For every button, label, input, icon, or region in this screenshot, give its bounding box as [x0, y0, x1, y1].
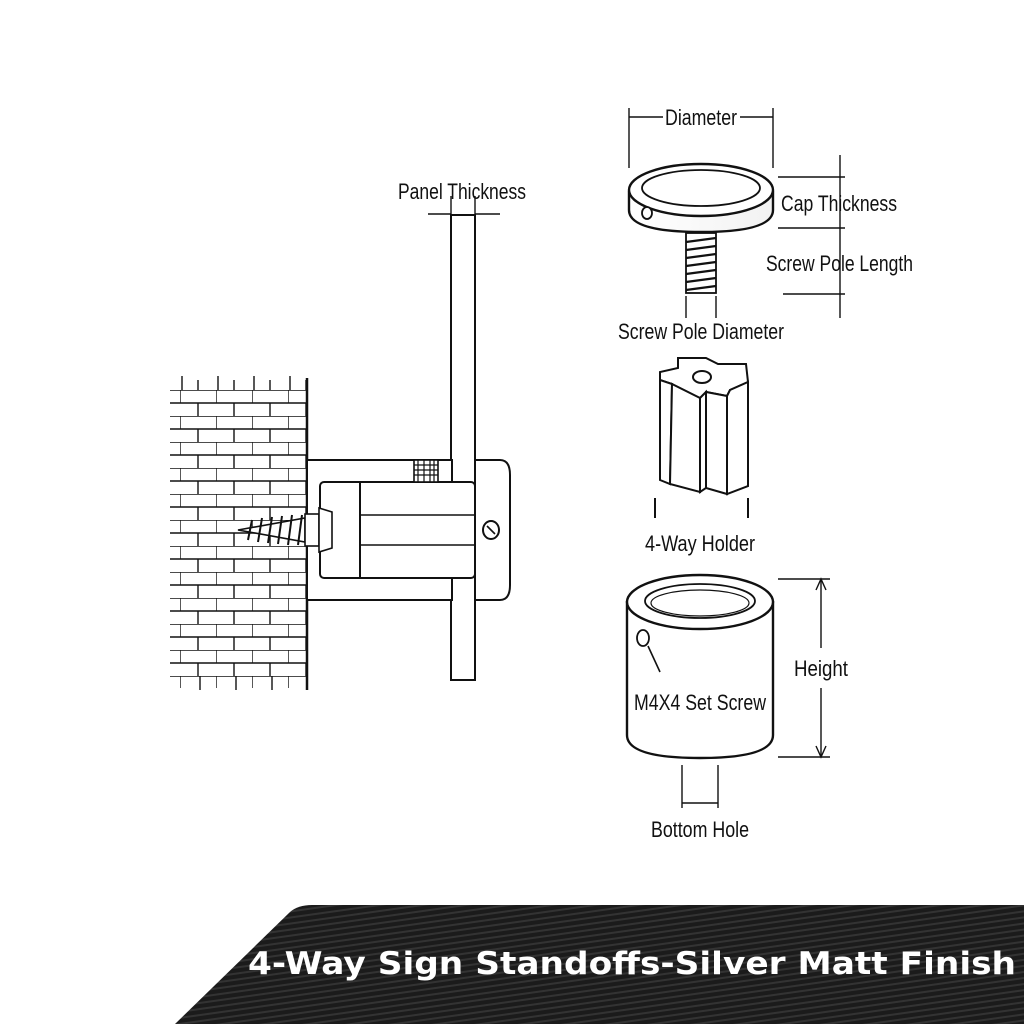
label-height: Height [794, 656, 848, 681]
four-way-holder [654, 357, 750, 518]
label-diameter: Diameter [665, 105, 737, 130]
cap-side-hole [641, 206, 653, 220]
holder-body [319, 481, 476, 579]
label-panel-thickness: Panel Thickness [398, 179, 526, 204]
base-barrel: Height M4X4 Set Screw Bottom Hole [625, 573, 848, 842]
label-bottom-hole: Bottom Hole [651, 817, 749, 842]
wood-screw [237, 506, 333, 554]
barrel-set-screw-hole [636, 629, 650, 647]
wall-ticks [181, 376, 291, 690]
holder-center-hole [692, 370, 712, 384]
banner-title: 4-Way Sign Standoffs-Silver Matt Finish [248, 946, 1016, 982]
panel-thickness-dimension [428, 196, 500, 225]
cap-component: Diameter Screw Pole Diameter Cap Thickne… [618, 105, 913, 344]
label-screw-pole-diameter: Screw Pole Diameter [618, 319, 784, 344]
label-set-screw: M4X4 Set Screw [634, 690, 766, 715]
label-screw-pole-length: Screw Pole Length [766, 251, 913, 276]
label-four-way-holder: 4-Way Holder [645, 531, 755, 556]
panel [450, 214, 476, 681]
label-cap-thickness: Cap Thickness [781, 191, 897, 216]
title-banner: 4-Way Sign Standoffs-Silver Matt Finish [175, 905, 1024, 1024]
wall-mount-assembly: Panel Thickness [170, 179, 526, 690]
